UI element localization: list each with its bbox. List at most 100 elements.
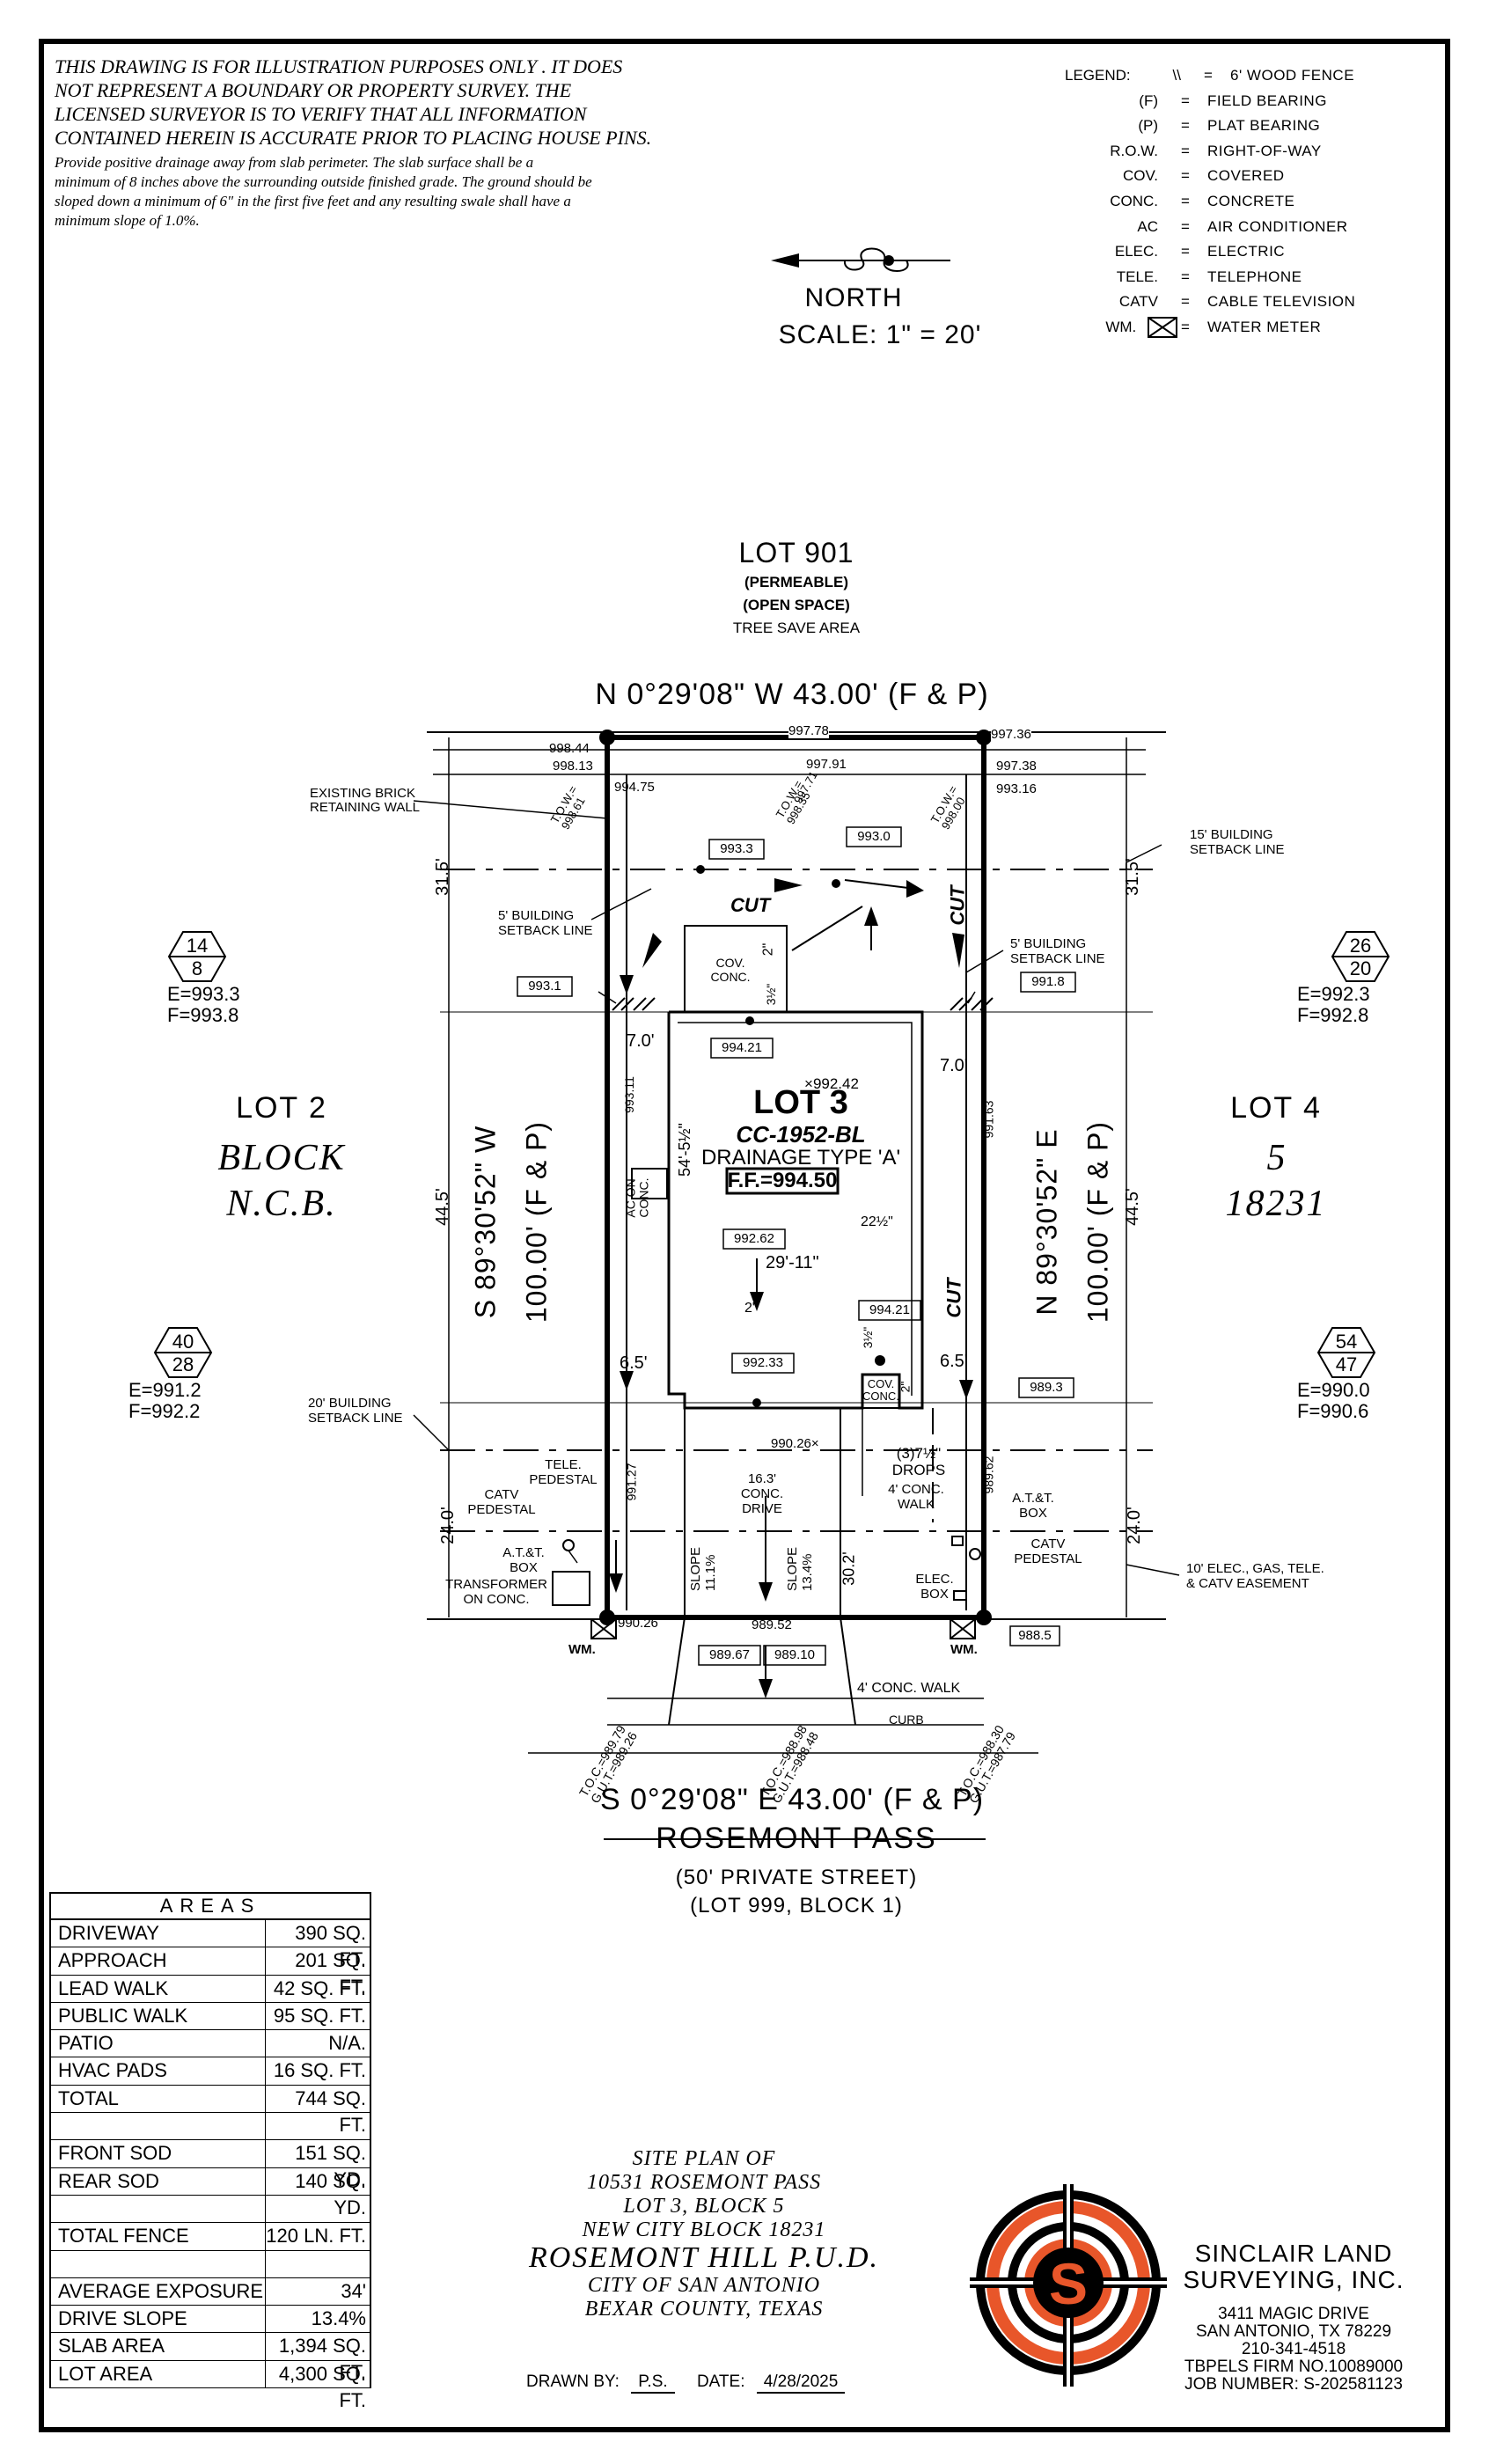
north-label: NORTH <box>804 283 903 312</box>
label-line: PEDESTAL <box>1014 1551 1082 1566</box>
lot-901-note: (OPEN SPACE) <box>743 597 850 613</box>
legend-symbol: WM. <box>1105 318 1137 335</box>
area-value: 1,394 SQ. FT. <box>278 2335 366 2384</box>
drainage-line: minimum of 8 inches above the surroundin… <box>55 173 592 190</box>
easement-label: 10' ELEC., GAS, TELE.& CATV EASEMENT <box>1186 1561 1324 1591</box>
legend-eq: = <box>1204 67 1213 84</box>
area-key <box>51 2195 266 2223</box>
hex-sw-bottom: 28 <box>172 1353 194 1375</box>
att-box-east-label: A.T.&T.BOX <box>998 1491 1068 1521</box>
dim-house-width: 29'-11" <box>766 1253 819 1272</box>
legend-heading: LEGEND: <box>1065 67 1131 84</box>
label-line: COV. <box>867 1377 895 1390</box>
cut-label-north: CUT <box>730 894 771 916</box>
label-line: PEDESTAL <box>467 1502 536 1517</box>
att-box-icon <box>951 1536 964 1546</box>
elev-993-16: 993.16 <box>996 781 1037 796</box>
front-porch-label: COV.CONC. <box>859 1378 903 1403</box>
hex-se-top: 54 <box>1335 1331 1358 1353</box>
subdivision-name: ROSEMONT HILL P.U.D. <box>528 2241 879 2274</box>
bearing-west-line1: S 89°30'52" W <box>469 1125 502 1319</box>
ac-pad <box>631 1168 668 1199</box>
area-key: PATIO <box>51 2030 266 2057</box>
house-elevation: ×992.42 <box>804 1075 859 1092</box>
covered-patio-label: COV.CONC. <box>704 956 757 984</box>
label-line: (3)7½" <box>896 1445 942 1462</box>
elev-993-0: 993.0 <box>857 829 891 844</box>
area-value: 42 SQ. FT. <box>273 1976 366 1999</box>
area-value: 13.4% <box>311 2307 366 2330</box>
area-value: N/A. <box>328 2032 366 2055</box>
water-meter-icon-1 <box>590 1618 617 1639</box>
legend-symbol: ELEC. <box>1114 243 1158 260</box>
title-line: BEXAR COUNTY, TEXAS <box>584 2298 824 2321</box>
elev-991-63: 991.63 <box>981 1100 996 1139</box>
hex-nw-e: E=993.3 <box>167 983 240 1005</box>
label-line: 5' BUILDING <box>498 908 575 923</box>
cut-label-east: CUT <box>946 885 969 926</box>
dim-30-2: 30.2' <box>840 1551 858 1586</box>
label-line: A.T.&T. <box>502 1545 545 1560</box>
legend-meaning: PLAT BEARING <box>1207 117 1321 135</box>
legend-meaning: 6' WOOD FENCE <box>1230 67 1355 84</box>
north-arrow-icon <box>771 247 950 272</box>
bearing-east-length: 100.00' (F & P) <box>1082 1120 1114 1324</box>
legend-symbol: (P) <box>1138 117 1158 135</box>
legend-meaning: RIGHT-OF-WAY <box>1207 142 1322 159</box>
legend-symbol: AC <box>1137 217 1158 235</box>
area-value: 34' <box>341 2279 366 2302</box>
bearing-west: S 89°30'52" W <box>470 1064 502 1381</box>
legend-symbol: CATV <box>1118 293 1158 311</box>
dim-24-0-east: 24.0' <box>1124 1507 1144 1544</box>
drainage-type: DRAINAGE TYPE 'A' <box>700 1146 901 1170</box>
hex-ne-bottom: 20 <box>1349 957 1372 979</box>
label-line: SETBACK LINE <box>308 1411 403 1426</box>
elev-989-67: 989.67 <box>709 1647 750 1662</box>
elev-990-26-center: 990.26× <box>771 1436 819 1451</box>
table-row <box>51 2195 370 2224</box>
label-line: CONC. <box>740 1486 784 1501</box>
table-row <box>51 2250 370 2278</box>
elev-989-52: 989.52 <box>752 1617 792 1632</box>
elev-992-33: 992.33 <box>743 1355 783 1370</box>
legend-meaning: CABLE TELEVISION <box>1207 293 1356 311</box>
area-value: 744 SQ. FT. <box>295 2086 366 2136</box>
elev-997-38: 997.38 <box>996 759 1037 774</box>
elev-991-8: 991.8 <box>1031 974 1065 989</box>
label-line: SLOPE <box>785 1546 801 1592</box>
elev-989-3: 989.3 <box>1030 1380 1063 1395</box>
hex-sw-top: 40 <box>172 1331 194 1353</box>
lot-901-title: LOT 901 <box>738 537 854 568</box>
legend-eq: = <box>1181 268 1190 285</box>
water-meter-icon-2 <box>950 1618 976 1639</box>
elev-989-62: 989.62 <box>981 1456 996 1494</box>
street-name: ROSEMONT PASS <box>656 1822 937 1855</box>
catv-pedestal-east-icon <box>969 1548 981 1560</box>
elev-994-75: 994.75 <box>614 780 655 795</box>
hex-nw-top: 14 <box>186 935 209 957</box>
disclaimer-note: THIS DRAWING IS FOR ILLUSTRATION PURPOSE… <box>55 55 723 231</box>
label-line: CATV <box>1030 1536 1066 1551</box>
hex-se-bottom: 47 <box>1335 1353 1358 1375</box>
company-firm: TBPELS FIRM NO.10089000 <box>1184 2358 1404 2376</box>
label-line: 10' ELEC., GAS, TELE. <box>1186 1561 1324 1576</box>
label-line: & CATV EASEMENT <box>1186 1576 1309 1591</box>
label-line: WALK <box>898 1497 935 1512</box>
dim-24-0-west: 24.0' <box>437 1507 458 1544</box>
legend-symbol: R.O.W. <box>1110 142 1158 159</box>
disclaimer-line: LICENSED SURVEYOR IS TO VERIFY THAT ALL … <box>55 103 587 125</box>
legend: LEGEND:\\=6' WOOD FENCE (F)=FIELD BEARIN… <box>1065 63 1424 341</box>
drawn-by: DRAWN BY: P.S. DATE: 4/28/2025 <box>526 2372 846 2394</box>
label-line: A.T.&T. <box>1012 1491 1054 1506</box>
